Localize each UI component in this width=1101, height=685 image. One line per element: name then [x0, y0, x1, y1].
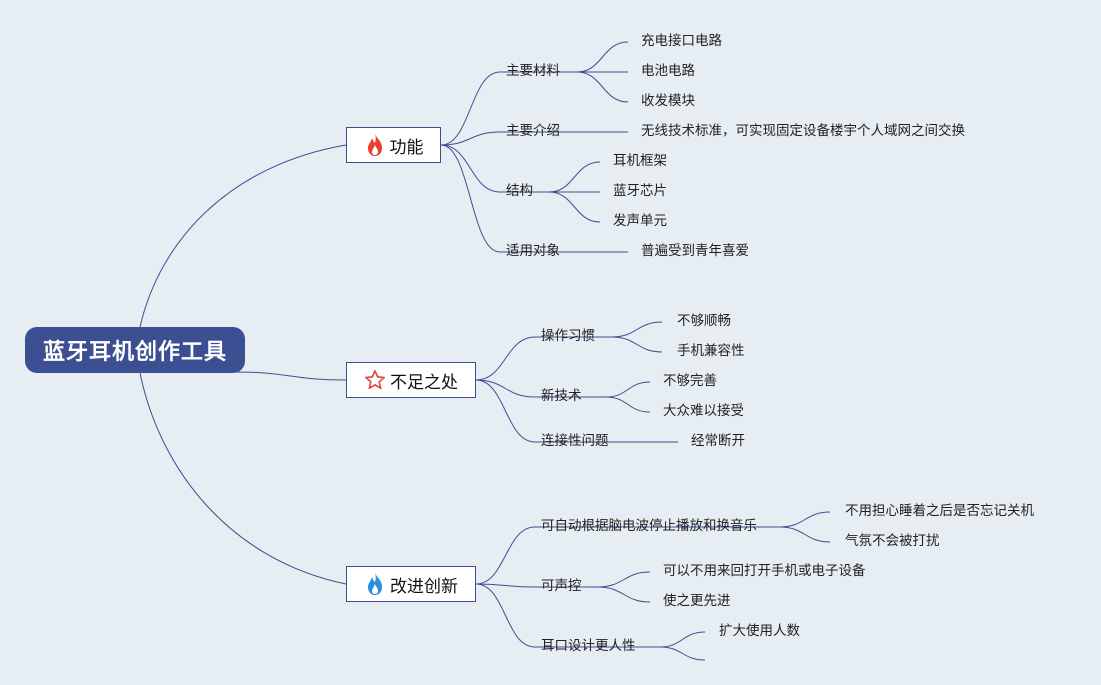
connector — [548, 161, 601, 193]
connector — [475, 379, 536, 443]
root-connector — [139, 144, 347, 328]
connector — [440, 144, 501, 253]
connector — [440, 144, 501, 193]
connector — [779, 526, 831, 543]
fire-blue-icon — [368, 573, 382, 595]
leaf[interactable]: 不够完善 — [663, 373, 717, 389]
leaf[interactable]: 不用担心睡着之后是否忘记关机 — [845, 503, 1034, 519]
leaf[interactable]: 手机兼容性 — [677, 343, 745, 359]
topic-connectivity[interactable]: 连接性问题 — [541, 433, 609, 449]
topic-brainwave-control[interactable]: 可自动根据脑电波停止播放和换音乐 — [541, 518, 757, 534]
connector — [475, 526, 536, 585]
topic-operation-habits[interactable]: 操作习惯 — [541, 328, 595, 344]
topic-ergonomic-design[interactable]: 耳口设计更人性 — [541, 638, 636, 654]
leaf[interactable]: 气氛不会被打扰 — [845, 533, 940, 549]
connector — [611, 336, 663, 353]
branch-label: 不足之处 — [390, 372, 458, 393]
leaf[interactable]: 电池电路 — [641, 63, 695, 79]
branch-label: 功能 — [389, 137, 424, 158]
leaf[interactable]: 普遍受到青年喜爱 — [641, 243, 749, 259]
root-node[interactable]: 蓝牙耳机创作工具 — [25, 327, 245, 373]
connector — [659, 646, 706, 661]
leaf[interactable]: 大众难以接受 — [663, 403, 744, 419]
topic-new-tech[interactable]: 新技术 — [541, 388, 582, 404]
connector — [475, 336, 536, 381]
branch-function[interactable]: 功能 — [346, 127, 441, 163]
connector — [611, 321, 663, 338]
branch-label: 改进创新 — [390, 576, 458, 597]
leaf[interactable]: 扩大使用人数 — [719, 623, 800, 639]
connector — [576, 41, 629, 73]
connector — [605, 381, 651, 398]
topic-target-users[interactable]: 适用对象 — [506, 243, 560, 259]
branch-improvements[interactable]: 改进创新 — [346, 566, 476, 602]
leaf[interactable]: 使之更先进 — [663, 593, 731, 609]
leaf[interactable]: 无线技术标准，可实现固定设备楼宇个人域网之间交换 — [641, 123, 965, 139]
connector — [605, 396, 651, 413]
connector — [440, 131, 501, 146]
topic-main-intro[interactable]: 主要介绍 — [506, 123, 560, 139]
connector — [659, 631, 706, 648]
leaf[interactable]: 经常断开 — [691, 433, 745, 449]
connector — [576, 71, 629, 103]
root-label: 蓝牙耳机创作工具 — [42, 340, 227, 365]
leaf[interactable]: 发声单元 — [613, 213, 667, 229]
connector — [475, 583, 536, 648]
leaf[interactable]: 收发模块 — [641, 93, 695, 109]
connector — [440, 71, 501, 146]
branch-shortcomings[interactable]: 不足之处 — [346, 362, 476, 398]
fire-red-icon — [367, 134, 382, 156]
root-connector — [139, 372, 347, 585]
star-outline-icon — [365, 370, 385, 390]
topic-voice-control[interactable]: 可声控 — [541, 578, 582, 594]
connector — [779, 511, 831, 528]
leaf[interactable]: 蓝牙芯片 — [613, 183, 667, 199]
leaf[interactable]: 充电接口电路 — [641, 33, 722, 49]
root-connector — [234, 371, 347, 381]
leaf[interactable]: 可以不用来回打开手机或电子设备 — [663, 563, 866, 579]
connector — [597, 586, 651, 603]
leaf[interactable]: 耳机框架 — [613, 153, 667, 169]
topic-main-materials[interactable]: 主要材料 — [506, 63, 560, 79]
connector — [597, 571, 651, 588]
topic-structure[interactable]: 结构 — [506, 183, 533, 199]
connector — [475, 583, 536, 588]
connector — [475, 379, 536, 398]
connector — [548, 191, 601, 223]
leaf[interactable]: 不够顺畅 — [677, 313, 731, 329]
